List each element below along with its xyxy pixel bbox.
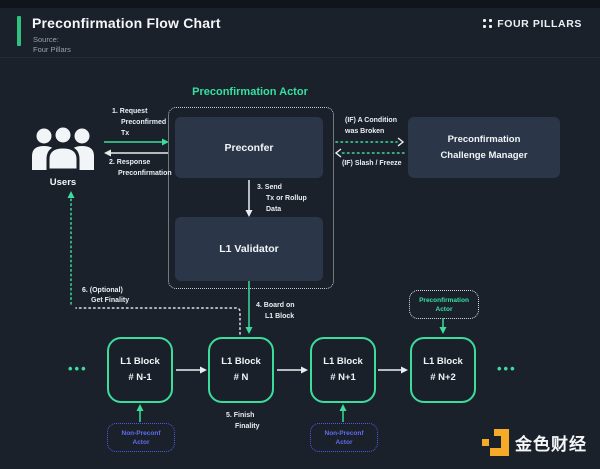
non-preconf-line1: Non-Preconf bbox=[324, 429, 364, 437]
users-label: Users bbox=[49, 177, 77, 188]
mini-actor-line1: Preconfirmation bbox=[419, 296, 469, 304]
non-preconf-actor-box-right: Non-Preconf Actor bbox=[310, 423, 378, 452]
block-number: # N bbox=[233, 372, 249, 383]
four-pillars-wordmark: FOUR PILLARS bbox=[497, 18, 582, 30]
l1-block-n-plus-1: L1 Block # N+1 bbox=[310, 337, 376, 403]
step3-label: 3. Send Tx or Rollup Data bbox=[257, 184, 307, 213]
step1-label: 1. Request Preconfirmed Tx bbox=[112, 108, 167, 137]
chain-ellipsis-left: ••• bbox=[68, 361, 88, 376]
block-label: L1 Block bbox=[221, 356, 261, 367]
challenge-manager-node: Preconfirmation Challenge Manager bbox=[408, 117, 560, 178]
arrow-request-tx bbox=[104, 138, 169, 146]
l1-block-n-plus-2: L1 Block # N+2 bbox=[410, 337, 476, 403]
preconfirmation-actor-group-label: Preconfirmation Actor bbox=[192, 86, 308, 98]
condition-broken-label: (IF) A Condition was Broken bbox=[345, 117, 397, 135]
mini-preconfirmation-actor-box: Preconfirmation Actor bbox=[409, 290, 479, 319]
source-value: Four Pillars bbox=[33, 45, 71, 54]
jinse-wordmark: 金色财经 bbox=[515, 435, 587, 454]
challenge-manager-label-line2: Challenge Manager bbox=[440, 149, 528, 161]
block-number: # N+2 bbox=[430, 372, 456, 383]
users-group: Users bbox=[30, 124, 96, 188]
source-note: Source: Four Pillars bbox=[33, 35, 71, 55]
arrow-response-preconfirmation bbox=[104, 149, 168, 157]
l1-block-n-minus-1: L1 Block # N-1 bbox=[107, 337, 173, 403]
preconfer-node: Preconfer bbox=[175, 117, 323, 178]
block-number: # N+1 bbox=[330, 372, 356, 383]
page-title: Preconfirmation Flow Chart bbox=[32, 15, 221, 31]
four-dots-icon bbox=[483, 18, 493, 28]
jinse-logo-icon bbox=[482, 429, 509, 456]
l1-validator-node: L1 Validator bbox=[175, 217, 323, 281]
jinse-finance-logo: 金色财经 bbox=[482, 429, 587, 456]
l1-block-n: L1 Block # N bbox=[208, 337, 274, 403]
chain-ellipsis-right: ••• bbox=[497, 361, 517, 376]
step2-label: 2. Response Preconfirmation bbox=[109, 159, 172, 177]
arrow-non-preconf-left-up bbox=[136, 404, 144, 422]
preconfirmation-actor-group-border bbox=[168, 107, 334, 289]
non-preconf-line2: Actor bbox=[335, 438, 353, 446]
arrow-slash-freeze bbox=[334, 148, 405, 158]
block-label: L1 Block bbox=[423, 356, 463, 367]
users-icon bbox=[32, 124, 94, 172]
arrow-condition-broken bbox=[335, 137, 405, 147]
step4-label: 4. Board on L1 Block bbox=[256, 302, 295, 320]
mini-actor-line2: Actor bbox=[435, 305, 453, 313]
l1-validator-label: L1 Validator bbox=[219, 243, 279, 255]
four-pillars-logo: FOUR PILLARS bbox=[0, 18, 582, 30]
challenge-manager-label-line1: Preconfirmation bbox=[447, 133, 521, 145]
source-label: Source: bbox=[33, 35, 59, 44]
arrow-mini-actor-to-block bbox=[439, 318, 447, 334]
preconfer-label: Preconfer bbox=[224, 141, 274, 154]
arrow-non-preconf-right-up bbox=[339, 404, 347, 422]
slash-freeze-label: (IF) Slash / Freeze bbox=[342, 160, 402, 167]
step6-label: 6. (Optional) Get Finality bbox=[82, 287, 130, 304]
step5-label: 5. Finish Finality bbox=[226, 412, 260, 430]
block-label: L1 Block bbox=[323, 356, 363, 367]
block-label: L1 Block bbox=[120, 356, 160, 367]
header-divider bbox=[0, 57, 600, 58]
title-accent-bar bbox=[17, 16, 21, 46]
non-preconf-actor-box-left: Non-Preconf Actor bbox=[107, 423, 175, 452]
window-top-strip bbox=[0, 0, 600, 8]
arrow-block-n1-to-n2 bbox=[378, 366, 408, 374]
arrow-block-n1-to-n bbox=[176, 366, 207, 374]
arrow-block-n-to-n1 bbox=[277, 366, 308, 374]
block-number: # N-1 bbox=[128, 372, 152, 383]
non-preconf-line1: Non-Preconf bbox=[121, 429, 161, 437]
non-preconf-line2: Actor bbox=[132, 438, 150, 446]
